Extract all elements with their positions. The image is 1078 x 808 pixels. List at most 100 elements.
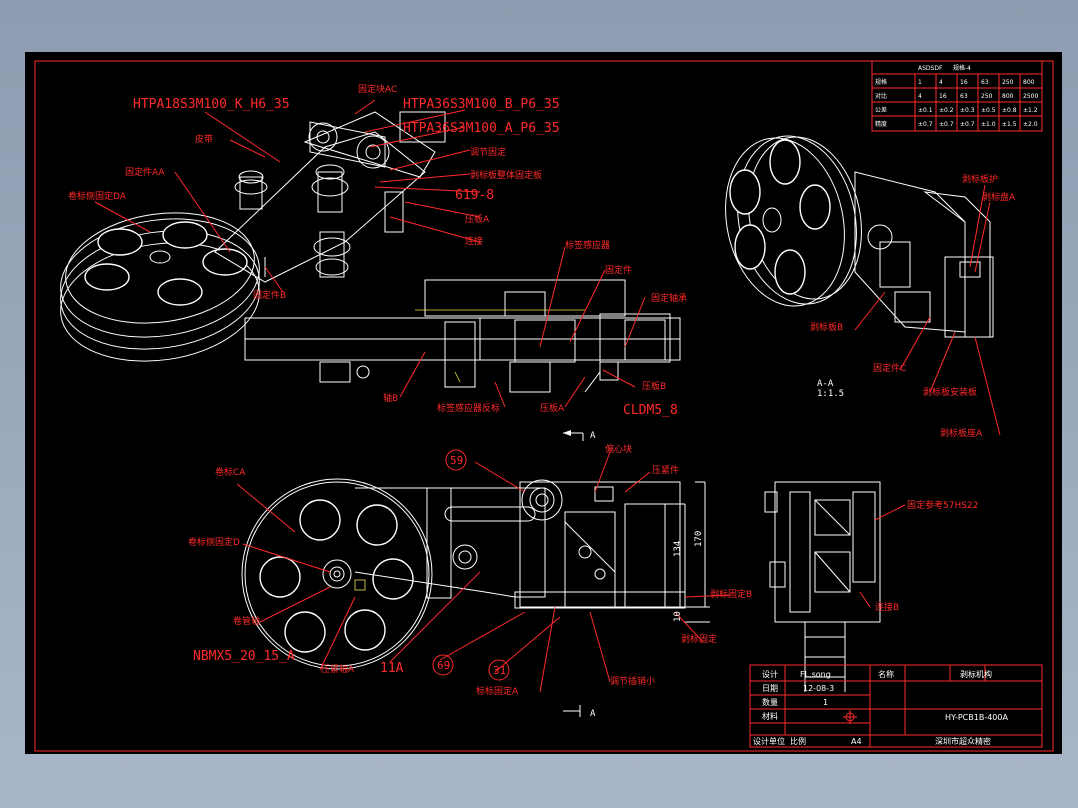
part-label-619-8: 619-8 xyxy=(455,188,494,203)
cn-label-17: 剥标板护 xyxy=(962,173,998,185)
spec-cell: ±0.5 xyxy=(981,107,996,114)
cn-label-24: 卷标侧固定D xyxy=(188,536,240,548)
cn-label-30: 剥标固定 xyxy=(681,633,717,645)
balloon-59-text: 59 xyxy=(450,454,463,467)
cn-label-6: 调节固定 xyxy=(470,146,506,158)
material-label: 材料 xyxy=(762,711,778,721)
qty-label: 数量 xyxy=(762,697,778,707)
isometric-view-left xyxy=(60,111,446,362)
spec-cell: 对比 xyxy=(875,92,887,100)
spec-cell: 16 xyxy=(960,79,968,86)
cn-label-32: 调节插销小 xyxy=(610,675,655,687)
section-mark-a-top: A xyxy=(590,431,596,441)
side-view-middle xyxy=(244,279,681,393)
section-arrow-bottom xyxy=(563,705,581,717)
qty-value: 1 xyxy=(823,698,828,707)
part-label-nbmx5: NBMX5_20_15_A xyxy=(193,649,295,664)
spec-cell: ±1.0 xyxy=(981,121,996,128)
balloon-69-text: 69 xyxy=(437,659,450,672)
balloon-31 xyxy=(488,659,510,681)
dimension-170: 170 xyxy=(694,531,704,547)
balloon-31-text: 31 xyxy=(493,664,506,677)
spec-cell: ±1.5 xyxy=(1002,121,1017,128)
spec-cell: 1 xyxy=(918,79,922,86)
part-label-cldm5: CLDM5_8 xyxy=(623,403,678,418)
cn-label-25: 卷管轴 xyxy=(233,615,260,627)
section-view xyxy=(764,481,881,692)
spec-cell: ±0.8 xyxy=(1002,107,1017,114)
cn-label-7: 剥标板整体固定板 xyxy=(470,169,542,181)
spec-cell: ±0.7 xyxy=(960,121,975,128)
cn-label-19: 剥标板B xyxy=(810,321,843,333)
spec-cell: 63 xyxy=(960,93,968,100)
section-mark-a-bottom: A xyxy=(590,709,596,719)
title-block: 设计 FL.song 日期 12-08-3 数量 1 材料 名称 剥标机构 HY… xyxy=(749,664,1043,748)
cn-label-15: 压板A xyxy=(540,402,565,414)
spec-cell: 63 xyxy=(981,79,989,86)
cn-label-1: 固定块AC xyxy=(358,83,397,95)
cn-label-18: 剥标盘A xyxy=(982,191,1016,203)
cn-label-10: 标签感应器 xyxy=(565,239,610,251)
outer-frame xyxy=(34,60,1054,752)
spec-cell: 4 xyxy=(918,93,922,100)
cn-label-31: 标标固定A xyxy=(476,685,519,697)
cn-label-14: 标签感应器反标 xyxy=(437,402,500,414)
spec-cell: 800 xyxy=(1023,79,1035,86)
cn-label-3: 固定件AA xyxy=(125,166,165,178)
spec-header-0: ASDSDF xyxy=(918,65,943,72)
spec-cell: ±0.7 xyxy=(918,121,933,128)
spec-cell: 精度 xyxy=(875,120,887,128)
cn-label-20: 固定件C xyxy=(873,362,906,374)
cn-label-16: 压板B xyxy=(642,380,666,392)
spec-cell: ±0.1 xyxy=(918,107,933,114)
spec-cell: 4 xyxy=(939,79,943,86)
paper-size: A4 xyxy=(851,737,862,746)
date-label: 日期 xyxy=(762,684,778,693)
designer-label: 设计 xyxy=(762,669,778,679)
spec-cell: 公差 xyxy=(875,106,887,114)
cn-label-23: 卷标CA xyxy=(215,466,246,478)
dimension-134: 134 xyxy=(673,541,683,557)
leader-lines xyxy=(94,99,1001,693)
part-label-htpa36-a: HTPA36S3M100_A_P6_35 xyxy=(403,121,560,136)
isometric-view-right xyxy=(725,135,994,338)
cn-label-5: 固定件B xyxy=(253,289,286,301)
dimension-10: 10 xyxy=(673,611,683,622)
date-value: 12-08-3 xyxy=(803,684,834,693)
cn-label-22: 剥标板座A xyxy=(940,427,983,439)
front-view-bottom xyxy=(241,478,710,670)
scale-label: 比例 xyxy=(790,736,806,746)
spec-cell: ±0.7 xyxy=(939,121,954,128)
spec-cell: ±0.2 xyxy=(939,107,954,114)
cn-label-11: 固定件 xyxy=(605,264,632,276)
cn-label-34: 连接B xyxy=(875,601,899,613)
cn-label-2: 皮带 xyxy=(195,133,213,145)
spec-cell: ±1.2 xyxy=(1023,107,1038,114)
cn-label-8: 压板A xyxy=(465,213,490,225)
cn-label-12: 固定轴承 xyxy=(651,292,687,304)
spec-cell: 规格 xyxy=(875,78,887,86)
spec-cell: 250 xyxy=(981,93,993,100)
spec-cell: 16 xyxy=(939,93,947,100)
spec-cell: ±2.0 xyxy=(1023,121,1038,128)
part-label-11a: 11A xyxy=(380,661,404,676)
cn-label-13: 轴B xyxy=(383,392,398,404)
balloon-59 xyxy=(445,449,467,471)
spec-cell: 800 xyxy=(1002,93,1014,100)
spec-cell: 2500 xyxy=(1023,93,1038,100)
part-label-htpa18: HTPA18S3M100_K_H6_35 xyxy=(133,97,290,112)
cn-label-4: 卷标侧固定DA xyxy=(68,190,127,202)
cn-label-9: 连接 xyxy=(465,235,483,247)
company-name: 深圳市超众精密 xyxy=(935,736,991,746)
cn-label-21: 剥标板安装板 xyxy=(923,386,977,398)
section-title: A-A xyxy=(817,379,834,389)
company-label: 设计单位 xyxy=(753,736,785,746)
section-scale: 1:1.5 xyxy=(817,389,844,399)
cn-label-27: 偏心块 xyxy=(605,443,632,455)
name-label: 名称 xyxy=(878,669,894,679)
spec-cell: ±0.3 xyxy=(960,107,975,114)
section-arrow-top xyxy=(563,430,584,441)
